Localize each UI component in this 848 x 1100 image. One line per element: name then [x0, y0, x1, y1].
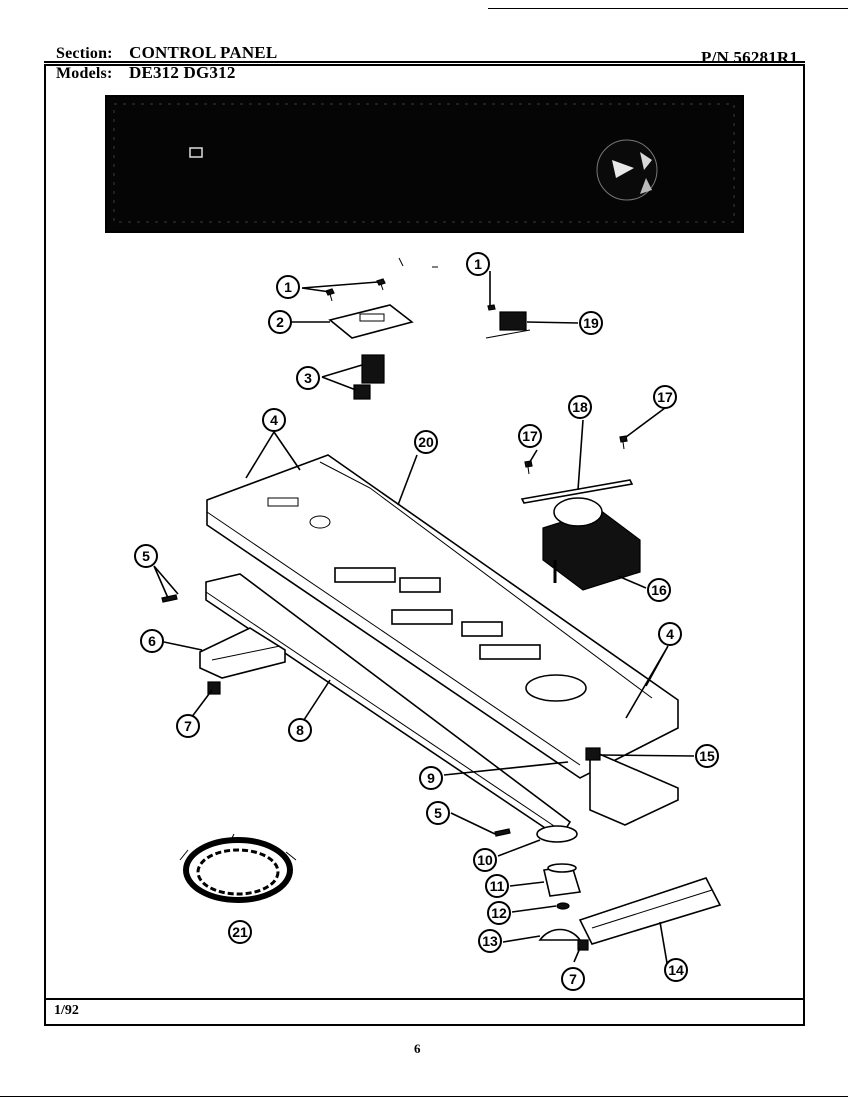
callout-7a: 7	[176, 714, 200, 738]
svg-text:21: 21	[232, 924, 248, 940]
svg-text:4: 4	[270, 412, 278, 428]
svg-text:7: 7	[569, 971, 577, 987]
timer-part-16	[542, 497, 641, 591]
switch-part-3	[353, 354, 385, 400]
trim-part-14	[578, 877, 722, 945]
relay-part-19	[485, 304, 531, 339]
header-rule	[44, 61, 805, 63]
svg-text:14: 14	[668, 962, 684, 978]
side-bracket-part-6	[199, 627, 286, 695]
callout-9: 9	[419, 766, 443, 790]
bottom-edge-line	[0, 1096, 848, 1097]
svg-text:17: 17	[657, 389, 673, 405]
callout-20: 20	[414, 430, 438, 454]
page-number: 6	[414, 1041, 421, 1056]
svg-text:3: 3	[304, 370, 312, 386]
callout-4b: 4	[658, 622, 682, 646]
svg-text:19: 19	[583, 315, 599, 331]
svg-text:12: 12	[491, 905, 507, 921]
lower-bracket-part-15	[585, 747, 679, 826]
callout-3: 3	[296, 366, 320, 390]
callout-14: 14	[664, 958, 688, 982]
callout-17b: 17	[653, 385, 677, 409]
svg-text:17: 17	[522, 428, 538, 444]
svg-text:6: 6	[148, 633, 156, 649]
callout-8: 8	[288, 718, 312, 742]
strap-part-18	[520, 435, 634, 504]
callout-19: 19	[579, 311, 603, 335]
svg-text:9: 9	[427, 770, 435, 786]
svg-text:5: 5	[434, 805, 442, 821]
revision-date: 1/92	[54, 1003, 79, 1018]
main-panel-part-20	[206, 454, 679, 779]
knob-stack	[536, 825, 589, 951]
screw-part-5	[161, 594, 511, 837]
svg-text:11: 11	[490, 878, 505, 894]
svg-text:5: 5	[142, 548, 150, 564]
svg-text:15: 15	[699, 748, 715, 764]
screw-part-1	[325, 257, 438, 302]
control-panel-face	[105, 95, 744, 233]
svg-text:13: 13	[482, 933, 498, 949]
callout-10: 10	[473, 848, 497, 872]
svg-text:16: 16	[651, 582, 667, 598]
svg-text:1: 1	[474, 256, 482, 272]
svg-text:2: 2	[276, 314, 284, 330]
callout-11: 11	[485, 874, 509, 898]
callout-4a: 4	[262, 408, 286, 432]
callout-1a: 1	[276, 275, 300, 299]
section-label: Section:	[56, 45, 113, 62]
wire-harness-part-21	[179, 833, 297, 903]
callout-5b: 5	[426, 801, 450, 825]
section-header: Section: CONTROL PANEL	[56, 43, 277, 63]
callout-16: 16	[647, 578, 671, 602]
svg-text:20: 20	[418, 434, 434, 450]
svg-text:1: 1	[284, 279, 292, 295]
svg-text:10: 10	[477, 852, 493, 868]
leader-lines	[153, 271, 695, 964]
callout-5a: 5	[134, 544, 158, 568]
callout-17a: 17	[518, 424, 542, 448]
top-edge-line	[488, 8, 848, 9]
callout-7b: 7	[561, 967, 585, 991]
footer-rule	[44, 998, 805, 1000]
svg-text:7: 7	[184, 718, 192, 734]
callout-21: 21	[228, 920, 252, 944]
callout-2: 2	[268, 310, 292, 334]
models-list: DE312 DG312	[128, 63, 236, 82]
bracket-part-2	[328, 304, 414, 339]
callout-12: 12	[487, 901, 511, 925]
svg-text:8: 8	[296, 722, 304, 738]
callout-18: 18	[568, 395, 592, 419]
models-label: Models:	[56, 65, 113, 82]
section-title: CONTROL PANEL	[129, 43, 278, 62]
diagram-frame	[44, 64, 805, 1026]
callout-13: 13	[478, 929, 502, 953]
svg-text:18: 18	[572, 399, 588, 415]
models-header: Models: DE312 DG312	[56, 63, 236, 83]
callout-6: 6	[140, 629, 164, 653]
svg-text:4: 4	[666, 626, 674, 642]
callout-15: 15	[695, 744, 719, 768]
callout-1b: 1	[466, 252, 490, 276]
